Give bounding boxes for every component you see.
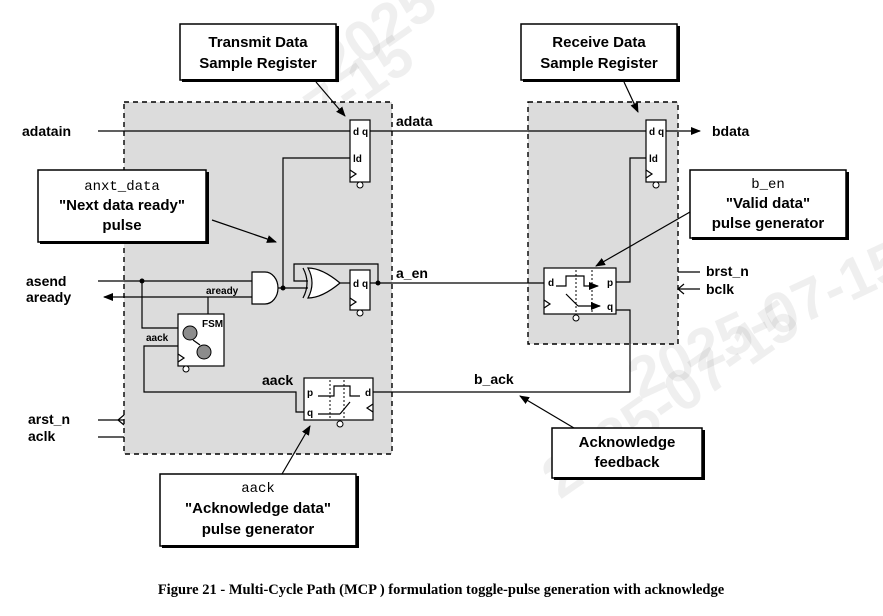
callout-line: feedback: [594, 454, 660, 471]
callout-line: "Next data ready": [59, 197, 185, 214]
wiring: [98, 127, 701, 438]
label-bdata: bdata: [712, 123, 750, 139]
and-gate: [251, 271, 279, 305]
label-aack: aack: [262, 372, 293, 388]
label-asend: asend: [26, 273, 66, 289]
pin-q: q: [658, 127, 664, 138]
label-b-ack: b_ack: [474, 371, 514, 387]
pin-q: q: [307, 408, 313, 419]
receive-data-register: d q ld: [645, 119, 667, 189]
aack-pulse-generator: p q d: [303, 377, 374, 428]
figure-caption: Figure 21 - Multi-Cycle Path (MCP ) form…: [158, 582, 725, 598]
junction-dot: [139, 278, 145, 284]
label-aready-inner: aready: [206, 286, 239, 297]
callout-line: "Acknowledge data": [185, 500, 331, 517]
callout-line: Transmit Data: [208, 34, 308, 51]
label-bclk: bclk: [706, 281, 734, 297]
label-brst-n: brst_n: [706, 263, 749, 279]
junction-dot: [375, 280, 381, 286]
callout-transmit-register: Transmit Data Sample Register: [179, 23, 346, 117]
fsm-label: FSM: [202, 319, 223, 330]
callout-receive-register: Receive Data Sample Register: [520, 23, 680, 113]
callout-line: Acknowledge: [579, 434, 676, 451]
label-aready: aready: [26, 289, 71, 305]
label-aclk: aclk: [28, 428, 55, 444]
pin-d: d: [353, 127, 359, 138]
arst-caret: [117, 414, 125, 426]
label-arst-n: arst_n: [28, 411, 70, 427]
callout-line: pulse generator: [712, 215, 825, 232]
callout-aack: aack "Acknowledge data" pulse generator: [159, 425, 359, 548]
pin-d: d: [365, 388, 371, 399]
callout-signal: b_en: [751, 177, 785, 193]
pin-d: d: [649, 127, 655, 138]
pin-q: q: [362, 279, 368, 290]
fsm-block: FSM: [177, 313, 225, 373]
label-adata: adata: [396, 113, 433, 129]
pin-p: p: [307, 388, 313, 399]
callout-signal: anxt_data: [84, 179, 160, 195]
callout-signal: aack: [241, 481, 275, 497]
callout-line: Sample Register: [199, 55, 317, 72]
callout-anxt-data: anxt_data "Next data ready" pulse: [37, 169, 277, 244]
xor-gate: [302, 267, 341, 299]
b-en-pulse-generator: d p q: [543, 267, 617, 322]
callout-b-en: b_en "Valid data" pulse generator: [595, 169, 849, 267]
pin-d: d: [353, 279, 359, 290]
pin-q: q: [362, 127, 368, 138]
pin-ld: ld: [649, 154, 658, 165]
transmit-data-register: d q ld: [349, 119, 371, 189]
callout-line: pulse: [102, 217, 141, 234]
bclk-caret: [677, 283, 685, 295]
pin-p: p: [607, 278, 613, 289]
pin-d: d: [548, 278, 554, 289]
label-adatain: adatain: [22, 123, 71, 139]
junction-dot: [280, 285, 286, 291]
toggle-register: d q: [349, 269, 371, 317]
label-aack-inner: aack: [146, 333, 169, 344]
pin-q: q: [607, 302, 613, 313]
pin-ld: ld: [353, 154, 362, 165]
callout-ack-feedback: Acknowledge feedback: [519, 395, 705, 480]
label-a-en: a_en: [396, 265, 428, 281]
callout-line: "Valid data": [726, 195, 810, 212]
callout-line: Receive Data: [552, 34, 646, 51]
callout-line: pulse generator: [202, 521, 315, 538]
callout-line: Sample Register: [540, 55, 658, 72]
